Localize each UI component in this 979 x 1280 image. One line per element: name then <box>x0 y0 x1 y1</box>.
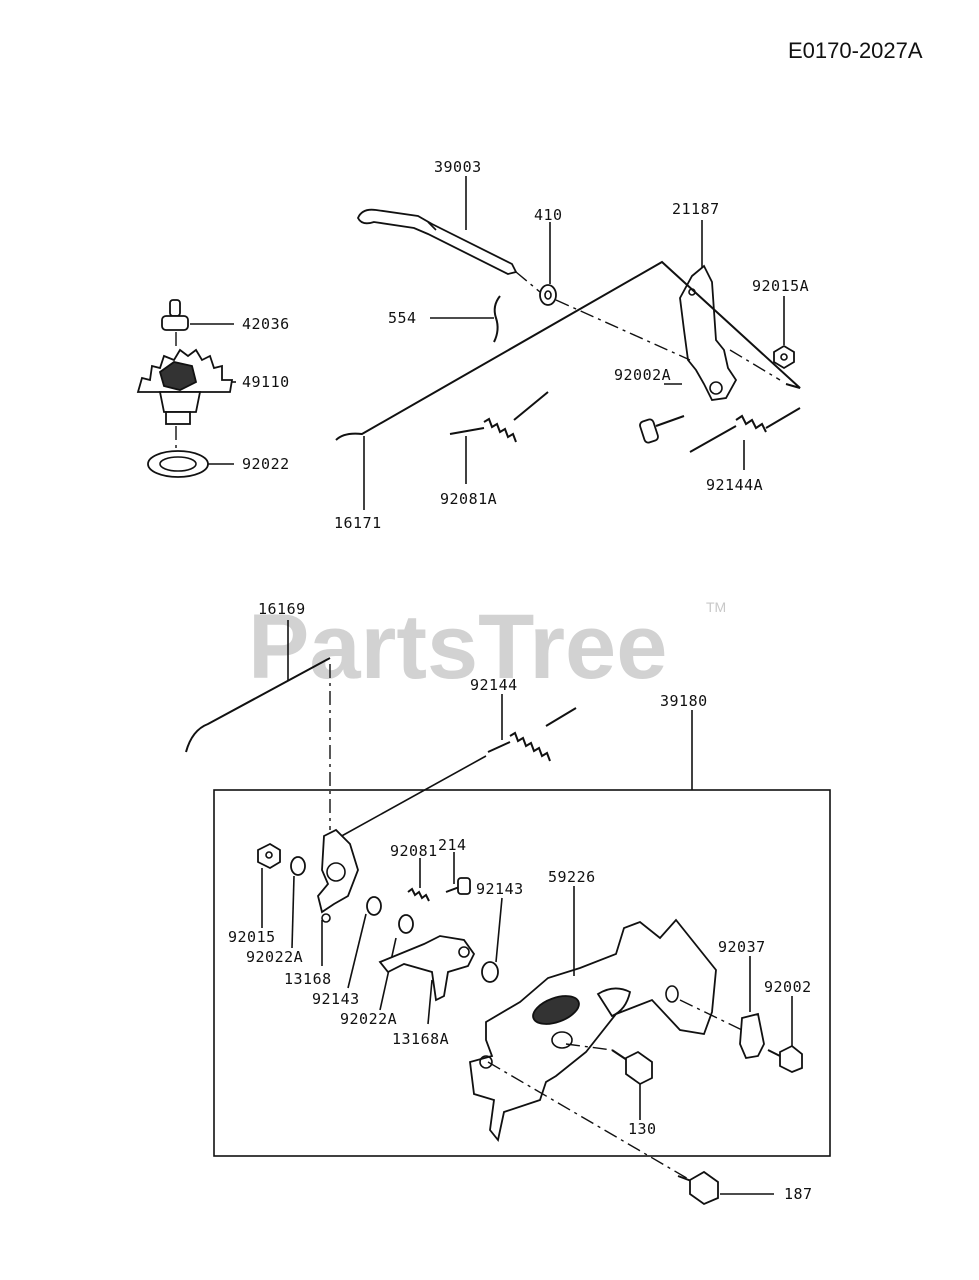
bolt-187[interactable] <box>677 1170 774 1206</box>
label-92022A-lower[interactable]: 92022A <box>340 1010 397 1028</box>
leader-line <box>555 299 691 361</box>
diagram-code: E0170-2027A <box>788 38 923 63</box>
label-21187[interactable]: 21187 <box>672 200 720 218</box>
label-92015A[interactable]: 92015A <box>752 277 809 295</box>
washer-92022[interactable] <box>147 450 234 478</box>
label-16169[interactable]: 16169 <box>258 600 306 618</box>
washer-92022A[interactable] <box>290 856 306 949</box>
label-92081A[interactable]: 92081A <box>440 490 497 508</box>
label-554[interactable]: 554 <box>388 309 417 327</box>
washer-410[interactable] <box>539 222 557 306</box>
washer-92022A[interactable] <box>379 914 414 1011</box>
bolt-92002[interactable] <box>767 996 803 1073</box>
bolt-130[interactable] <box>611 1049 653 1120</box>
spring-clip-554[interactable] <box>430 295 501 343</box>
nut-92015A[interactable] <box>773 296 795 370</box>
label-92143-lower[interactable]: 92143 <box>312 990 360 1008</box>
label-13168[interactable]: 13168 <box>284 970 332 988</box>
label-92022A-upper[interactable]: 92022A <box>246 948 303 966</box>
clip-92037[interactable] <box>739 956 765 1060</box>
label-39180[interactable]: 39180 <box>660 692 708 710</box>
bolt-214[interactable] <box>445 852 471 895</box>
assembly-box-39180[interactable] <box>213 710 831 1157</box>
lever-13168A[interactable] <box>378 935 476 1025</box>
washer-92143[interactable] <box>347 896 382 989</box>
label-92037[interactable]: 92037 <box>718 938 766 956</box>
shaft-42036[interactable] <box>161 299 234 331</box>
governor-gear-49110[interactable] <box>136 348 236 425</box>
leader-line <box>337 755 487 839</box>
label-92002[interactable]: 92002 <box>764 978 812 996</box>
link-rod-16171[interactable] <box>335 260 801 510</box>
nut-92015[interactable] <box>257 842 281 928</box>
plate-59226[interactable] <box>469 886 717 1143</box>
label-42036[interactable]: 42036 <box>242 315 290 333</box>
spring-92081[interactable] <box>407 858 430 902</box>
lever-21187[interactable] <box>679 220 738 401</box>
label-39003[interactable]: 39003 <box>434 158 482 176</box>
washer-92143[interactable] <box>481 897 503 983</box>
label-92144[interactable]: 92144 <box>470 676 518 694</box>
label-410[interactable]: 410 <box>534 206 563 224</box>
label-92081[interactable]: 92081 <box>390 842 438 860</box>
label-130[interactable]: 130 <box>628 1120 657 1138</box>
label-92022[interactable]: 92022 <box>242 455 290 473</box>
spring-92144A[interactable] <box>689 407 801 470</box>
leader-line <box>515 271 541 293</box>
lever-13168[interactable] <box>317 828 359 966</box>
leader-line <box>565 1043 613 1051</box>
label-187[interactable]: 187 <box>784 1185 813 1203</box>
spring-92144[interactable] <box>487 694 577 762</box>
link-16169[interactable] <box>185 620 331 753</box>
watermark-brand: PartsTree <box>248 596 667 698</box>
label-16171[interactable]: 16171 <box>334 514 382 532</box>
watermark-trademark: TM <box>706 599 726 615</box>
bolt-92002A[interactable] <box>639 383 685 444</box>
label-92002A[interactable]: 92002A <box>614 366 671 384</box>
label-92015[interactable]: 92015 <box>228 928 276 946</box>
label-214[interactable]: 214 <box>438 836 467 854</box>
label-49110[interactable]: 49110 <box>242 373 290 391</box>
spring-92081A[interactable] <box>449 391 549 484</box>
label-92144A[interactable]: 92144A <box>706 476 763 494</box>
label-92143-upper[interactable]: 92143 <box>476 880 524 898</box>
label-13168A[interactable]: 13168A <box>392 1030 449 1048</box>
leader-line <box>729 349 781 381</box>
control-rod-39003[interactable] <box>357 176 518 275</box>
leader-line <box>679 999 743 1031</box>
leader-line <box>487 1061 691 1181</box>
label-59226[interactable]: 59226 <box>548 868 596 886</box>
